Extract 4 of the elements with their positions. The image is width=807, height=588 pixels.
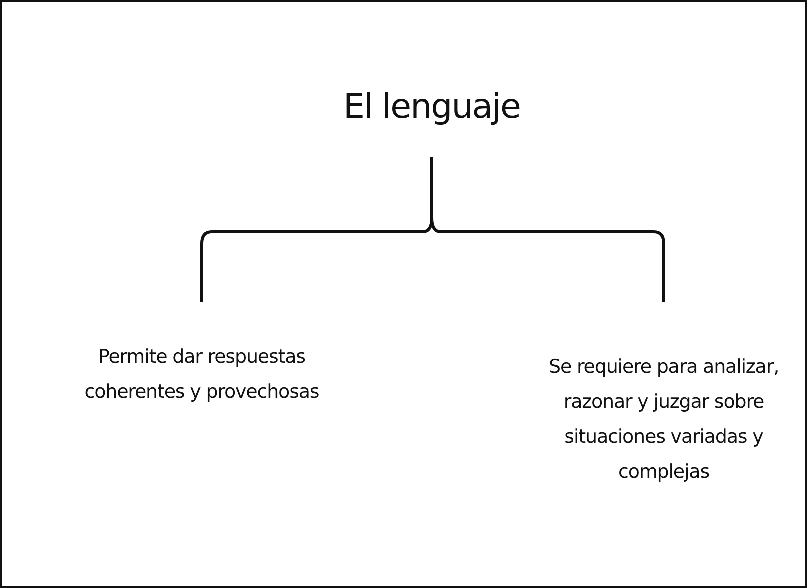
bracket-connector: [430, 157, 666, 302]
description-text: Permite dar respuestas coherentes y provechosas: [84, 345, 320, 406]
description-text: Se requiere para analizar, razonar y juzgar sobre situaciones variadas y complejas: [548, 355, 780, 486]
title-text: El lenguaje: [344, 87, 520, 128]
